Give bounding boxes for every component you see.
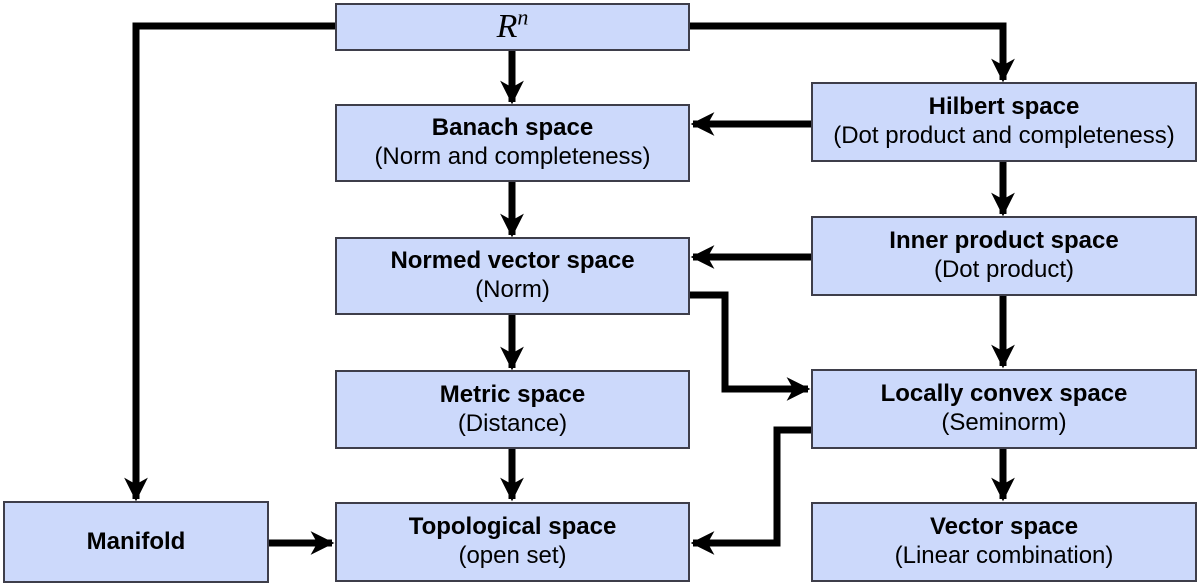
node-title: Inner product space [889, 227, 1119, 255]
edge-rn-to-hilbert [690, 22, 1015, 83]
node-metric-space: Metric space (Distance) [335, 370, 690, 449]
node-title: Manifold [86, 527, 186, 555]
node-sublabel: (Dot product and completeness) [833, 122, 1175, 149]
node-topological-space: Topological space (open set) [335, 502, 690, 582]
node-sublabel: (Dot product) [933, 256, 1075, 283]
node-locally-convex-space: Locally convex space (Seminorm) [811, 369, 1197, 449]
node-title: Banach space [431, 114, 594, 142]
node-title: Normed vector space [390, 247, 635, 275]
node-rn-label: Rn [496, 4, 529, 45]
node-sublabel: (Distance) [457, 409, 568, 437]
node-rn: Rn [335, 3, 690, 51]
node-hilbert-space: Hilbert space (Dot product and completen… [811, 82, 1197, 162]
node-sublabel: (Norm and completeness) [374, 143, 651, 170]
edge-normed-to-locally [690, 291, 811, 401]
node-sublabel: (Norm) [475, 276, 550, 303]
node-sublabel: (open set) [458, 542, 567, 569]
node-vector-space: Vector space (Linear combination) [811, 502, 1197, 582]
node-sublabel: (Seminorm) [941, 409, 1067, 436]
edge-rn-to-manifold [124, 22, 335, 502]
node-title: Metric space [439, 380, 586, 408]
node-sublabel: (Linear combination) [894, 542, 1114, 569]
node-title: Topological space [408, 513, 617, 541]
edge-locally-to-topological [690, 426, 811, 555]
node-manifold: Manifold [3, 501, 269, 583]
node-normed-vector-space: Normed vector space (Norm) [335, 237, 690, 315]
node-inner-product-space: Inner product space (Dot product) [811, 216, 1197, 296]
node-title: Hilbert space [928, 93, 1080, 121]
node-banach-space: Banach space (Norm and completeness) [335, 104, 690, 182]
node-title: Vector space [929, 513, 1079, 541]
node-title: Locally convex space [880, 380, 1128, 408]
